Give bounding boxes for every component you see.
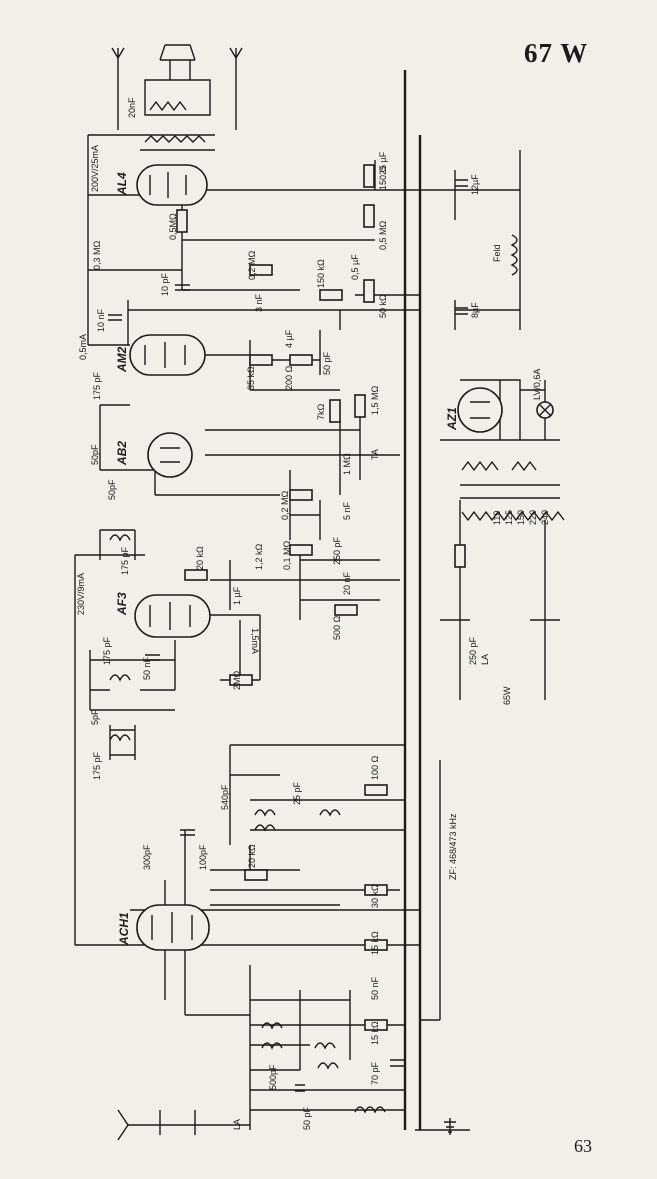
page-number: 63 [574, 1136, 592, 1156]
label-r-05m-b: 0,5 MΩ [378, 220, 388, 250]
label-c-250pf-b: 250 pF [468, 636, 478, 665]
label-c-500pf: 500pF [268, 1064, 278, 1090]
label-r-15k: 15 kΩ [370, 931, 380, 955]
label-c-25uf: 25 µF [378, 151, 388, 175]
label-c-5nf: 5 nF [342, 501, 352, 520]
tube-am2 [129, 334, 206, 376]
label-c-50nf-b: 50 nF [370, 976, 380, 1000]
label-c-8uf: 8µF [470, 302, 480, 318]
label-c-175pf-c: 175 pF [102, 636, 112, 665]
label-c-3nf: 3 nF [254, 293, 264, 312]
label-r-7k: 7kΩ [316, 403, 326, 420]
label-r-03m: 0,3 MΩ [92, 240, 102, 270]
label-tube-af3: AF3 [115, 592, 129, 616]
label-zf: ZF: 468/473 kHz [448, 813, 458, 880]
label-c-1uf: 1 µF [232, 586, 242, 605]
label-r-12k: 1,2 kΩ [254, 543, 264, 570]
components [108, 164, 518, 1114]
tube-az1 [457, 387, 503, 433]
tube-ach1 [136, 904, 210, 951]
label-r-30k: 30 kΩ [370, 884, 380, 908]
label-c-25pf: 25 pF [292, 781, 302, 805]
label-c-300pf: 300pF [142, 844, 152, 870]
labels: 20nF 200V/25mA AL4 25 µF 150 Ω 12µF 0,5M… [76, 97, 550, 1130]
label-c-175pf-b: 175 pF [120, 546, 130, 575]
label-r-100: 100 Ω [370, 755, 380, 780]
label-r-15k-b: 15 kΩ [370, 1021, 380, 1045]
label-c-05uf: 0,5 µF [350, 254, 360, 280]
page-title: 67 W [524, 38, 589, 68]
label-c-50nf: 50 nF [142, 656, 152, 680]
label-r-2m: 2MΩ [232, 670, 242, 690]
label-mains-240: 240 [540, 510, 550, 525]
tube-ab2 [147, 432, 193, 478]
label-watt: 65W [502, 686, 512, 705]
label-lv: LV/0,6A [532, 369, 542, 400]
label-r-15m: 1,5 MΩ [370, 385, 380, 415]
label-mains-125: 125 [504, 510, 514, 525]
label-c-70pf: 70 pF [370, 1061, 380, 1085]
label-mains-150: 150 [516, 510, 526, 525]
label-r-200: 200 Ω [284, 365, 294, 390]
label-tube-ach1: ACH1 [117, 912, 131, 946]
label-r-20k-a: 20 kΩ [195, 546, 205, 570]
label-ta: TA [370, 449, 380, 460]
tube-al4 [136, 164, 208, 206]
label-r-02m-b: 0,2 MΩ [280, 490, 290, 520]
label-c-175pf-a: 175 pF [92, 371, 102, 400]
label-feld: Feld [492, 244, 502, 262]
label-r-50k-a: 50 kΩ [378, 294, 388, 318]
label-r-1m: 1 MΩ [342, 453, 352, 475]
label-tube-az1: AZ1 [445, 407, 459, 431]
label-c-12uf: 12µF [470, 174, 480, 195]
label-c-250pf-a: 250 pF [332, 536, 342, 565]
wiring [74, 44, 565, 1141]
label-c-10pf-a: 10 pF [160, 272, 170, 296]
tube-af3 [134, 594, 211, 638]
label-c-5pf: 5pF [90, 709, 100, 725]
label-r-01m: 0,1 MΩ [282, 540, 292, 570]
pilot-lamp [536, 401, 554, 419]
label-r-20k-b: 20 kΩ [247, 844, 257, 868]
label-tube-al4: AL4 [115, 172, 129, 196]
label-c-10nf-a: 10 nF [96, 308, 106, 332]
label-r-05m: 0,5MΩ [168, 213, 178, 240]
label-c-20nf: 20nF [127, 97, 137, 118]
label-c-50pf-d: 50 pF [302, 1106, 312, 1130]
label-r-150k: 150 kΩ [316, 259, 326, 288]
label-c-50pf-a: 50 pF [322, 351, 332, 375]
label-aerial-la: LA [232, 1119, 242, 1130]
label-mains-220: 220 [528, 510, 538, 525]
label-af3-current-b: 1,5mA [250, 628, 260, 654]
label-al4-current: 200V/25mA [90, 145, 100, 192]
tubes [129, 164, 554, 951]
label-mains-110: 110 [492, 511, 502, 525]
label-am2-current: 0,5mA [78, 334, 88, 360]
label-c-540pf: 540pF [220, 784, 230, 810]
label-r-35k: 35 kΩ [246, 366, 256, 390]
label-af3-current: 230V/9mA [76, 573, 86, 615]
label-c-20nf-b: 20 nF [342, 571, 352, 595]
label-r-500: 500 Ω [332, 615, 342, 640]
label-c-175pf-d: 175 pF [92, 751, 102, 780]
label-c-50pf-c: 50pF [107, 479, 117, 500]
label-c-50pf-b: 50pF [90, 444, 100, 465]
label-tube-am2: AM2 [115, 346, 129, 373]
label-r-02m-a: 0,2 MΩ [247, 250, 257, 280]
label-c-4uf: 4 µF [284, 329, 294, 348]
label-la: LA [480, 654, 490, 665]
label-tube-ab2: AB2 [115, 441, 129, 466]
label-r-150: 150 Ω [378, 165, 388, 190]
label-c-100pf: 100pF [198, 844, 208, 870]
